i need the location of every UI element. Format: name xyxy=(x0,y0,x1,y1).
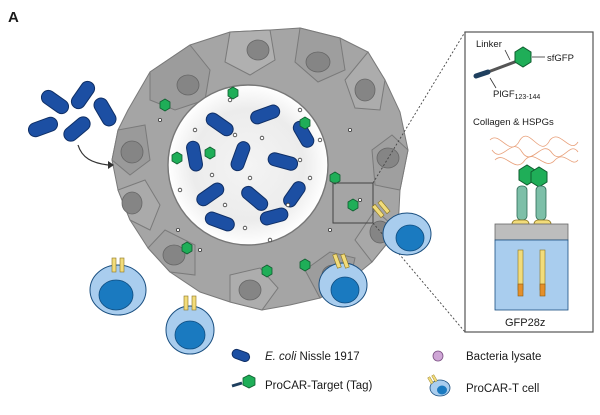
linker-label: Linker xyxy=(476,39,502,50)
tag-molecules xyxy=(159,86,359,278)
ecoli-icon xyxy=(231,348,251,363)
t-cell xyxy=(165,305,215,355)
zoom-line-top xyxy=(372,31,466,184)
t-cell xyxy=(318,262,368,308)
receptor-label: GFP28z xyxy=(505,317,545,329)
inset-panel: Linker sfGFP PlGF123-144 Collagen & HSPG… xyxy=(464,31,594,333)
procar-t-cells xyxy=(89,199,432,355)
tumor-nuclei xyxy=(120,39,400,301)
sfgfp-label: sfGFP xyxy=(547,53,574,64)
plgf-main: PlGF xyxy=(493,89,515,100)
t-cell-receptors xyxy=(111,199,391,311)
entry-arrowhead xyxy=(108,161,114,169)
tcell-label: ProCAR-T cell xyxy=(466,383,539,395)
incoming-bacteria xyxy=(27,80,117,142)
legend-lysate: Bacteria lysate xyxy=(432,350,541,363)
t-cell xyxy=(89,264,147,316)
lysate-icon xyxy=(432,350,444,362)
plgf-label: PlGF123-144 xyxy=(493,89,540,101)
tag-icon-stem xyxy=(231,381,243,388)
tag-icon xyxy=(242,374,256,389)
lysate-label: Bacteria lysate xyxy=(466,351,541,363)
plgf-subscript: 123-144 xyxy=(515,94,541,101)
lysate-dots xyxy=(157,97,362,252)
collagen-fibers xyxy=(489,135,579,166)
collagen-label: Collagen & HSPGs xyxy=(473,117,554,128)
ecoli-label: E. coli Nissle 1917 xyxy=(265,351,360,363)
ecoli-italic: E. coli xyxy=(265,351,297,363)
legend: E. coli Nissle 1917 Bacteria lysate ProC… xyxy=(231,348,541,397)
panel-letter: A xyxy=(8,9,19,26)
sfgfp-hexagon-icon xyxy=(514,46,532,68)
t-cell xyxy=(382,212,432,256)
legend-tcell: ProCAR-T cell xyxy=(427,374,539,397)
legend-tag: ProCAR-Target (Tag) xyxy=(231,374,373,392)
ecoli-rest: Nissle 1917 xyxy=(296,351,359,363)
core-bacteria xyxy=(186,104,315,232)
zoom-box xyxy=(332,182,374,224)
legend-ecoli: E. coli Nissle 1917 xyxy=(231,348,360,363)
tag-label: ProCAR-Target (Tag) xyxy=(265,380,373,392)
entry-arrow xyxy=(77,144,109,166)
